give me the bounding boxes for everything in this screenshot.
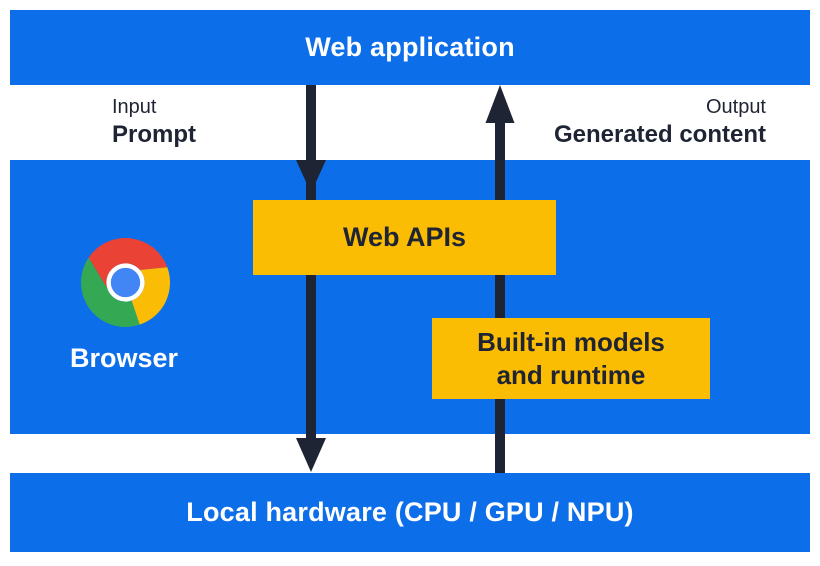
output-flow-arrow-up [485,85,515,473]
builtin-models-label-line2: and runtime [496,359,646,390]
chrome-logo-icon [81,238,170,327]
input-value-label: Prompt [112,121,196,148]
builtin-models-label-line1: Built-in models [477,326,665,357]
local-hardware-layer: Local hardware (CPU / GPU / NPU) [10,473,810,552]
web-apis-label: Web APIs [342,222,467,252]
web-apis-box: Web APIs [253,200,556,275]
web-application-label: Web application [305,32,515,62]
input-caption: Input [112,96,157,118]
input-flow-arrow-down [296,85,326,472]
web-application-layer: Web application [10,10,810,85]
builtin-models-box: Built-in models and runtime [432,318,710,399]
local-hardware-label: Local hardware (CPU / GPU / NPU) [186,497,634,527]
output-caption: Output [705,96,766,118]
output-value-label: Generated content [553,121,766,148]
browser-label: Browser [69,343,179,373]
